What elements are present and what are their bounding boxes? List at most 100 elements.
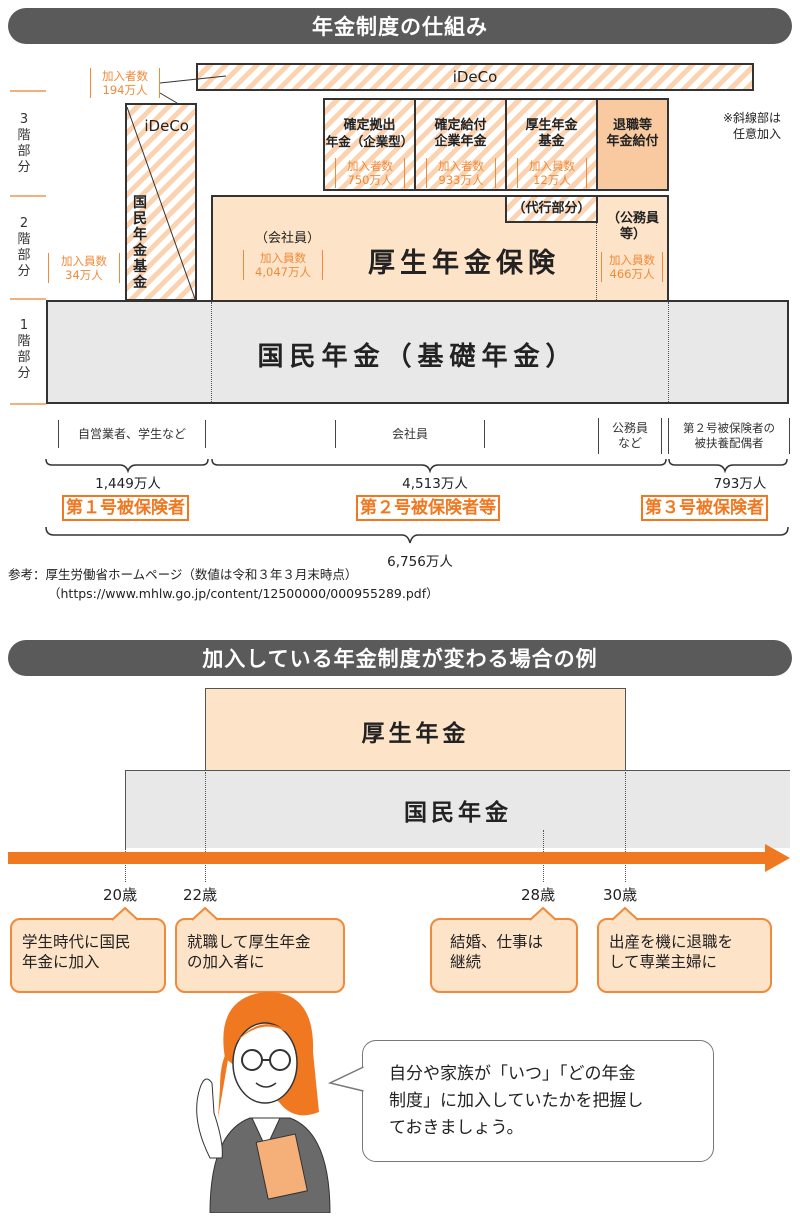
box-title: 退職等 <box>612 118 652 133</box>
speech-line: ておきましょう。 <box>389 1118 524 1138</box>
reference: 参考：厚生労働省ホームページ（数値は令和３年３月末時点） （https://ww… <box>8 565 439 603</box>
dotted-divider <box>668 302 669 402</box>
callout-line: 継続 <box>450 953 482 971</box>
level-3-label: 3階部分 <box>17 112 31 175</box>
count-value: 466万人 <box>609 267 655 281</box>
box-title: 確定給付 <box>434 118 487 133</box>
count-label: 加入者数 <box>102 69 148 83</box>
callout-pointers <box>111 906 639 921</box>
kokumin-nenkin-box: 国民年金（基礎年金） <box>46 300 789 404</box>
group2-desc: 会社員 <box>335 420 485 448</box>
count-label: 加入員数 <box>609 253 655 267</box>
kokumin-kikin-label: 国民年金基金 <box>133 195 147 291</box>
box-title: 年金（企業型） <box>325 134 414 149</box>
group3-desc: 第２号被保険者の被扶養配偶者 <box>668 418 790 454</box>
speech-bubble: 自分や家族が「いつ」「どの年金 制度」に加入していたかを把握し ておきましょう。 <box>362 1040 714 1162</box>
group3-count: 793万人 <box>713 476 767 492</box>
dotted-divider <box>596 223 597 300</box>
note-line: 任意加入 <box>732 127 781 141</box>
level-1-label: 1階部分 <box>17 318 31 381</box>
kokumin-title: 国民年金（基礎年金） <box>257 342 578 372</box>
box-title: 企業年金 <box>434 134 487 149</box>
daiko-label: （代行部分） <box>512 201 591 216</box>
timeline-kosei-box: 厚生年金 <box>205 688 626 772</box>
count-value: 4,047万人 <box>255 265 311 279</box>
dotted-divider <box>211 302 212 402</box>
box-title: 確定拠出 <box>343 118 396 133</box>
label-line: 等） <box>619 227 646 242</box>
count-value: 750万人 <box>347 173 393 187</box>
section-title-pension-system: 年金制度の仕組み <box>8 8 792 44</box>
ideco-small-label: iDeCo <box>144 117 189 135</box>
retirement-benefit-box: 退職等 年金給付 <box>596 98 669 191</box>
woman-illustration-icon <box>196 991 331 1213</box>
age-30: 30歳 <box>603 886 638 904</box>
speech-tail <box>328 1066 364 1092</box>
level-divider <box>10 403 46 405</box>
callout-age-28: 結婚、仕事は継続 <box>430 918 578 993</box>
desc-line: 被扶養配偶者 <box>694 436 764 450</box>
callout-age-22: 就職して厚生年金の加入者に <box>175 918 345 993</box>
group1-count: 1,449万人 <box>95 476 161 492</box>
count-value: 34万人 <box>65 268 103 282</box>
callout-line: 年金に加入 <box>22 953 100 971</box>
callout-line: 出産を機に退職を <box>609 933 734 951</box>
count-label: 加入員数 <box>61 254 107 268</box>
count-value: 933万人 <box>438 173 484 187</box>
optional-note: ※斜線部は任意加入 <box>715 110 781 142</box>
box-title: 基金 <box>538 134 565 149</box>
group2-koumuin-desc: 公務員など <box>598 418 662 454</box>
callout-line: 結婚、仕事は <box>450 933 544 951</box>
level-divider <box>10 195 46 197</box>
age-20: 20歳 <box>103 886 138 904</box>
level-divider <box>10 298 46 300</box>
count-label: 加入者数 <box>347 159 393 173</box>
desc-line: 第２号被保険者の <box>683 421 775 435</box>
box-title: 厚生年金 <box>525 118 578 133</box>
count-value: 194万人 <box>102 83 148 97</box>
speech-line: 自分や家族が「いつ」「どの年金 <box>389 1064 636 1084</box>
reference-line: 参考：厚生労働省ホームページ（数値は令和３年３月末時点） <box>8 567 358 582</box>
age-28: 28歳 <box>521 886 556 904</box>
count-label: 加入者数 <box>438 159 484 173</box>
desc-line: 公務員 <box>611 421 648 435</box>
timeline-kokumin-box: 国民年金 <box>125 770 790 848</box>
group1-desc: 自営業者、学生など <box>58 420 206 448</box>
reference-url: （https://www.mhlw.go.jp/content/12500000… <box>48 586 439 601</box>
age-marker <box>125 848 126 882</box>
age-22: 22歳 <box>183 886 218 904</box>
age-marker <box>205 772 206 882</box>
callout-age-20: 学生時代に国民年金に加入 <box>10 918 166 993</box>
daiko-box: （代行部分） <box>505 195 598 223</box>
label-line: （公務員 <box>606 211 659 226</box>
group1-label: 第１号被保険者 <box>62 495 189 521</box>
ideco-kikin-box: iDeCo 国民年金基金 <box>125 103 197 301</box>
count-label: 加入員数 <box>529 159 575 173</box>
callout-line: 就職して厚生年金 <box>187 933 311 951</box>
callout-line: 学生時代に国民 <box>22 933 131 951</box>
desc-line: など <box>617 436 642 450</box>
callout-age-30: 出産を機に退職をして専業主婦に <box>597 918 772 993</box>
level-divider <box>10 90 46 92</box>
timeline-arrow <box>8 844 790 872</box>
koumuin-label: （公務員等） <box>599 211 667 243</box>
ideco-wide-bar: iDeCo <box>196 63 754 91</box>
total-count: 6,756万人 <box>387 554 453 570</box>
count-value: 12万人 <box>533 173 571 187</box>
group2-count: 4,513万人 <box>402 476 468 492</box>
callout-line: して専業主婦に <box>609 953 718 971</box>
speech-line: 制度」に加入していたかを把握し <box>389 1091 644 1111</box>
section-title-example: 加入している年金制度が変わる場合の例 <box>8 640 792 676</box>
company-employee-label: （会社員） <box>255 231 321 246</box>
